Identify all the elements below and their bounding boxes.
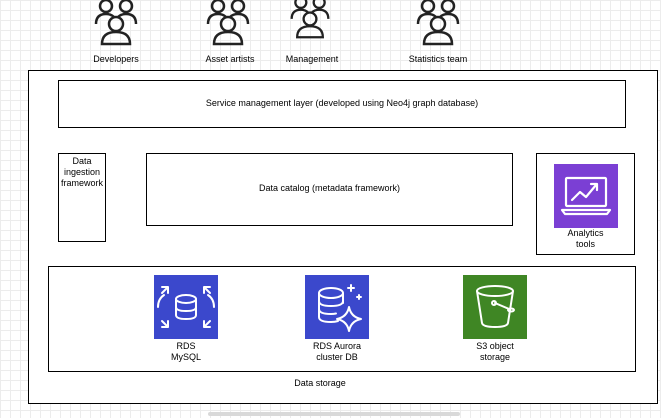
data-ingestion-label-line2: ingestion [63, 167, 101, 177]
persona-label-developers: Developers [93, 54, 139, 64]
persona-label-statistics-team: Statistics team [408, 54, 468, 64]
rds-icon [154, 275, 218, 339]
data-storage-label: Data storage [294, 378, 346, 388]
persona-label-asset-artists: Asset artists [205, 54, 255, 64]
service-management-layer-label: Service management layer (developed usin… [205, 98, 479, 108]
analytics-chart-icon [554, 164, 618, 228]
statistics-team-users-icon [416, 0, 460, 46]
aurora-label-line2: cluster DB [316, 352, 358, 362]
s3-bucket-icon [463, 275, 527, 339]
persona-label-management: Management [285, 54, 339, 64]
asset-artists-users-icon [206, 0, 250, 46]
rds-mysql-label-line2: MySQL [170, 352, 201, 362]
management-users-icon [290, 0, 330, 39]
aurora-icon [305, 275, 369, 339]
s3-label-line1: S3 object [476, 341, 514, 351]
data-ingestion-label-line1: Data [72, 156, 92, 166]
data-catalog-box [146, 153, 513, 226]
analytics-label-line1: Analytics [567, 228, 604, 238]
s3-label-line2: storage [479, 352, 511, 362]
rds-mysql-label-line1: RDS [176, 341, 196, 351]
developers-users-icon [94, 0, 138, 46]
service-management-layer-box [58, 80, 626, 128]
data-catalog-label: Data catalog (metadata framework) [258, 183, 401, 193]
analytics-label-line2: tools [575, 239, 595, 249]
data-ingestion-label-line3: framework [60, 178, 103, 188]
aurora-label-line1: RDS Aurora [312, 341, 362, 351]
horizontal-scrollbar[interactable] [208, 412, 460, 416]
data-ingestion-framework-box [58, 153, 106, 242]
